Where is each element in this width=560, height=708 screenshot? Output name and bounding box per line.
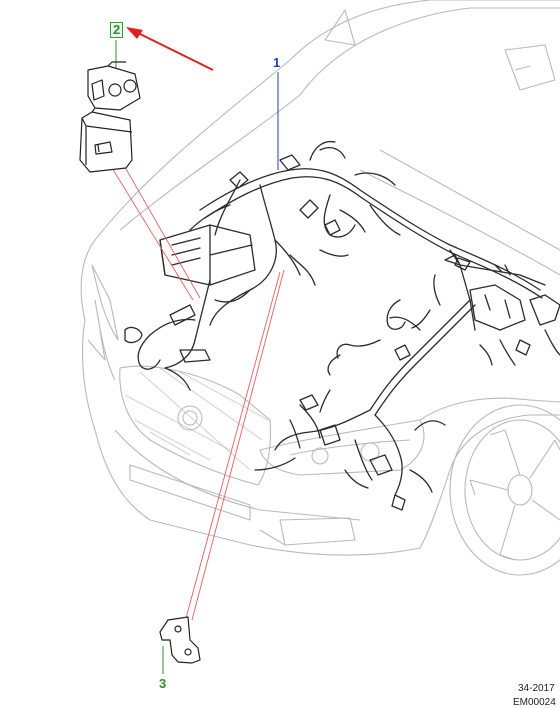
callout-2-label: 2 (110, 22, 124, 38)
illustration-code: EM00024 (513, 697, 556, 708)
red-arrow (126, 27, 214, 71)
callout-1-label: 1 (273, 55, 281, 70)
part-2-bracket (79, 61, 141, 173)
engine-wiring-harness (124, 140, 560, 511)
leader-lines (111, 161, 285, 621)
reference-number: 34-2017 (518, 683, 555, 694)
vehicle-outline (80, 0, 560, 576)
part-3-bracket (159, 616, 201, 664)
callout-3-label: 3 (159, 676, 167, 691)
